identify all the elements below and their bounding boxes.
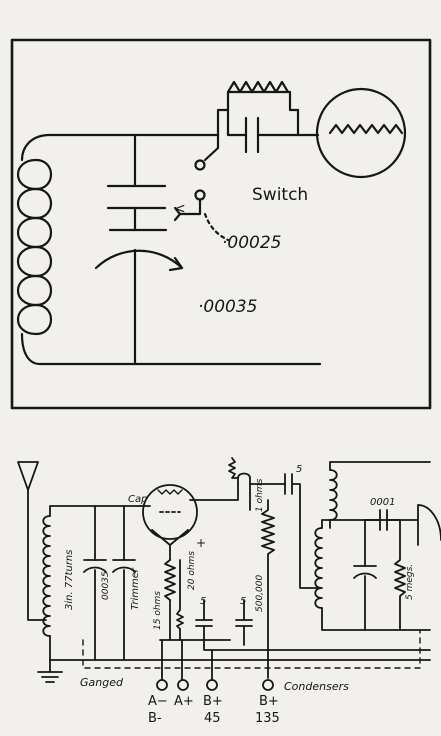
top-figure-frame <box>10 38 432 410</box>
trimmer-condenser <box>112 505 136 661</box>
switch-label: Switch <box>252 185 308 205</box>
filament-rheostat <box>164 544 176 641</box>
fixed-resistor-15ohms <box>176 559 184 641</box>
terminal-a-plus <box>177 679 189 691</box>
r-15ohms-label: 15 ohms <box>153 591 163 630</box>
ganged-label: Ganged <box>80 676 124 689</box>
variable-condenser <box>94 228 184 272</box>
bypass-condenser-b <box>235 599 253 646</box>
rail-b45 <box>203 644 431 651</box>
trimmer-label: Trimmer <box>130 567 141 610</box>
coil-second-stage <box>314 461 431 631</box>
fixed-condenser <box>106 184 167 210</box>
coil-label: 3in. 77turns <box>64 550 75 610</box>
terminal-a-minus-label: A− <box>148 694 168 709</box>
valve-tube <box>315 87 407 179</box>
ground-icon <box>37 659 63 683</box>
terminal-b-minus-label: B- <box>148 711 162 726</box>
condenser-0001 <box>364 509 419 531</box>
dotted-leader <box>203 212 230 242</box>
c-5a-label: 5 <box>200 596 206 607</box>
terminal-a-minus <box>156 679 168 691</box>
top-circuit-diagram <box>10 38 432 410</box>
cap-00035-label: 00035 <box>101 571 111 600</box>
cap-large-label: ·00035 <box>198 297 257 317</box>
c-5c-label: 5 <box>296 464 302 475</box>
top-rail <box>49 505 141 517</box>
terminal-b-plus-135-label: B+ <box>259 694 279 709</box>
switch <box>173 133 220 222</box>
resistor-1ohms <box>228 457 251 511</box>
bottom-circuit-diagram <box>17 457 441 691</box>
r-500000-label: 500,000 <box>255 575 265 612</box>
plate-lead <box>189 483 239 501</box>
r-20ohms-label: 20 ohms <box>187 551 197 590</box>
ganged-link <box>82 629 421 669</box>
terminal-b135 <box>262 679 274 691</box>
valve-tube-2 <box>139 484 198 546</box>
switch-arrow-label: < <box>174 201 186 217</box>
bypass-condenser-a <box>195 599 213 646</box>
terminal-135-label: 135 <box>255 711 280 726</box>
aerial-lead <box>27 519 47 621</box>
tuning-coil-2 <box>42 515 51 637</box>
r-1ohms-label: 1 ohms <box>255 478 265 512</box>
terminal-45-label: 45 <box>204 711 221 726</box>
coupling-condenser <box>249 473 319 589</box>
tuning-condenser-2 <box>353 519 377 631</box>
terminal-b-plus-45-label: B+ <box>203 694 223 709</box>
terminal-a-plus-label: A+ <box>174 694 194 709</box>
cap-label: Cap <box>128 494 147 505</box>
terminal-b45 <box>206 679 218 691</box>
condensers-label: Condensers <box>284 680 349 693</box>
grid-condenser-leak <box>216 80 320 154</box>
r-5megs-label: 5 megs. <box>405 564 415 600</box>
aerial-icon <box>17 461 39 521</box>
c-5b-label: 5 <box>240 596 246 607</box>
tuning-coil <box>17 133 322 366</box>
grid-leak-5megs <box>394 519 406 631</box>
plus-label: + <box>196 536 206 550</box>
cap-small-label: ·00025 <box>222 233 281 253</box>
tuning-condenser <box>83 505 107 661</box>
c-0001-label: 0001 <box>370 497 395 508</box>
resistor-500000 <box>261 499 275 641</box>
valve-tube-3-partial <box>417 504 441 541</box>
